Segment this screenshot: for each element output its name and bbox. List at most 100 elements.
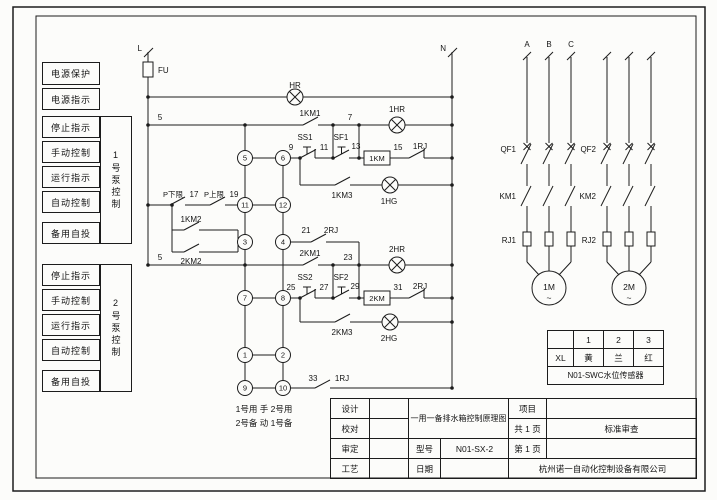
row-pump2-backup: 备用自投 bbox=[42, 370, 100, 392]
tb-check-signature bbox=[369, 418, 409, 439]
row-pump2-run: 运行指示 bbox=[42, 314, 100, 336]
button-ss1-label: SS1 bbox=[297, 133, 313, 142]
pump2-group-label: 2号泵控制 bbox=[100, 264, 132, 392]
sensor-terminal-2: 2 bbox=[603, 330, 634, 349]
contact-1km2-label: 1KM2 bbox=[181, 215, 202, 224]
fuse-symbol bbox=[142, 61, 154, 78]
tb-check-label: 校对 bbox=[330, 418, 370, 439]
coil-1km-box bbox=[363, 150, 391, 166]
tb-craft-signature bbox=[369, 458, 409, 479]
lamp-hr-label: HR bbox=[289, 81, 301, 90]
tb-model-value: N01-SX-2 bbox=[440, 438, 509, 459]
coil-2km-label: 2KM bbox=[369, 294, 384, 303]
wire23-label: 23 bbox=[344, 253, 353, 262]
contactor-km1-pole2-icon bbox=[542, 185, 554, 207]
motor-1m-ac-label: ~ bbox=[547, 293, 552, 303]
terminal-right-4 bbox=[275, 290, 291, 306]
terminal-left-1-label: 5 bbox=[243, 154, 247, 163]
button-ss2-label: SS2 bbox=[297, 273, 313, 282]
tb-company: 杭州诺一自动化控制设备有限公司 bbox=[508, 458, 697, 479]
power-circuit-labels: A B C QF1 QF2 KM1 KM2 RJ1 RJ2 1M ~ 2M ~ bbox=[500, 40, 635, 303]
button-ss1-icon bbox=[294, 147, 320, 158]
terminal-left-2-label: 11 bbox=[241, 201, 249, 210]
tb-pages-total: 共 1 页 bbox=[508, 418, 547, 439]
power-lines-group1 bbox=[520, 51, 576, 306]
selector-terminals: 5 11 3 7 1 9 6 12 4 8 2 10 bbox=[237, 150, 291, 396]
motor-2m-icon bbox=[611, 270, 647, 306]
terminal-right-5-label: 2 bbox=[281, 351, 285, 360]
terminal-left-4 bbox=[237, 290, 253, 306]
breaker-qf2-pole1-icon bbox=[600, 142, 612, 165]
terminal-left-2 bbox=[237, 197, 253, 213]
wire33-label: 33 bbox=[309, 374, 318, 383]
motor-1m-icon bbox=[531, 270, 567, 306]
thermal-rj2-label: RJ2 bbox=[582, 236, 597, 245]
power-lines-group2 bbox=[600, 51, 656, 306]
wire25-label: 25 bbox=[287, 283, 296, 292]
terminal-left-6 bbox=[237, 380, 253, 396]
tb-design-signature bbox=[369, 398, 409, 419]
lamp-1hr-icon bbox=[388, 116, 406, 134]
sensor-caption: N01-SWC水位传感器 bbox=[547, 366, 664, 385]
row-pump1-manual: 手动控制 bbox=[42, 141, 100, 163]
contact-1rj-nc-label: 1RJ bbox=[413, 142, 427, 151]
row-pump1-auto: 自动控制 bbox=[42, 191, 100, 213]
control-circuit-labels: L N FU HR 5 1KM1 7 1HR 9 SS1 11 SF1 13 1… bbox=[138, 44, 447, 428]
contactor-km2-pole2-icon bbox=[622, 185, 634, 207]
row-pump1-run: 运行指示 bbox=[42, 166, 100, 188]
terminal-right-1-label: 6 bbox=[281, 154, 285, 163]
terminal-right-2 bbox=[275, 197, 291, 213]
contact-2rj-nc-label: 2RJ bbox=[413, 282, 427, 291]
wire15-label: 15 bbox=[394, 143, 403, 152]
terminal-left-3-label: 3 bbox=[243, 238, 247, 247]
lamp-1hr-label: 1HR bbox=[389, 105, 405, 114]
contact-2km2-label: 2KM2 bbox=[181, 257, 202, 266]
contactor-km1-pole3-icon bbox=[564, 185, 576, 207]
tb-standard-review: 标准审查 bbox=[546, 418, 697, 439]
terminal-left-4-label: 7 bbox=[243, 294, 247, 303]
contact-1km3-icon bbox=[328, 176, 356, 186]
contactor-km1-label: KM1 bbox=[500, 192, 517, 201]
row-pump2-auto: 自动控制 bbox=[42, 339, 100, 361]
tb-model-label: 型号 bbox=[408, 438, 441, 459]
tb-project-value bbox=[546, 398, 697, 419]
contactor-km2-pole1-icon bbox=[600, 185, 612, 207]
wire31-label: 31 bbox=[394, 283, 403, 292]
wire17-label: 17 bbox=[190, 190, 199, 199]
button-sf1-label: SF1 bbox=[334, 133, 349, 142]
lamp-2hg-label: 2HG bbox=[381, 334, 397, 343]
tb-page-number: 第 1 页 bbox=[508, 438, 547, 459]
power-circuit: A B C QF1 QF2 KM1 KM2 RJ1 RJ2 1M ~ 2M ~ bbox=[500, 40, 656, 306]
contact-2km1-icon bbox=[296, 256, 324, 266]
terminal-right-3 bbox=[275, 234, 291, 250]
terminal-left-1 bbox=[237, 150, 253, 166]
terminal-right-5 bbox=[275, 347, 291, 363]
terminal-left-6-label: 9 bbox=[243, 384, 247, 393]
button-ss2-icon bbox=[294, 287, 320, 298]
lamp-hr-icon bbox=[286, 88, 304, 106]
tb-project-label: 项目 bbox=[508, 398, 547, 419]
tb-date-label: 日期 bbox=[408, 458, 441, 479]
row-power-protection: 电源保护 bbox=[42, 62, 100, 85]
motor-2m-label: 2M bbox=[623, 282, 635, 292]
contact-1km3-label: 1KM3 bbox=[332, 191, 353, 200]
contact-1rj-bottom-label: 1RJ bbox=[335, 374, 349, 383]
tb-craft-label: 工艺 bbox=[330, 458, 370, 479]
junction-dots bbox=[146, 95, 454, 390]
breaker-qf1-pole2-icon bbox=[542, 142, 554, 165]
contactor-km1-pole1-icon bbox=[520, 185, 532, 207]
breaker-qf2-pole2-icon bbox=[622, 142, 634, 165]
tb-drawing-title: 一用一备排水箱控制原理图 bbox=[408, 398, 509, 439]
contact-2rj-backup-icon bbox=[304, 233, 332, 243]
wire21-label: 21 bbox=[302, 226, 311, 235]
sensor-wire-yellow: 黄 bbox=[573, 348, 604, 367]
motor-1m-label: 1M bbox=[543, 282, 555, 292]
coil-2km-box bbox=[363, 290, 391, 306]
wire9-label: 9 bbox=[289, 143, 294, 152]
terminal-right-6 bbox=[275, 380, 291, 396]
terminal-left-5-label: 1 bbox=[243, 351, 247, 360]
tb-date-value bbox=[440, 458, 509, 479]
wire29-label: 29 bbox=[351, 282, 360, 291]
